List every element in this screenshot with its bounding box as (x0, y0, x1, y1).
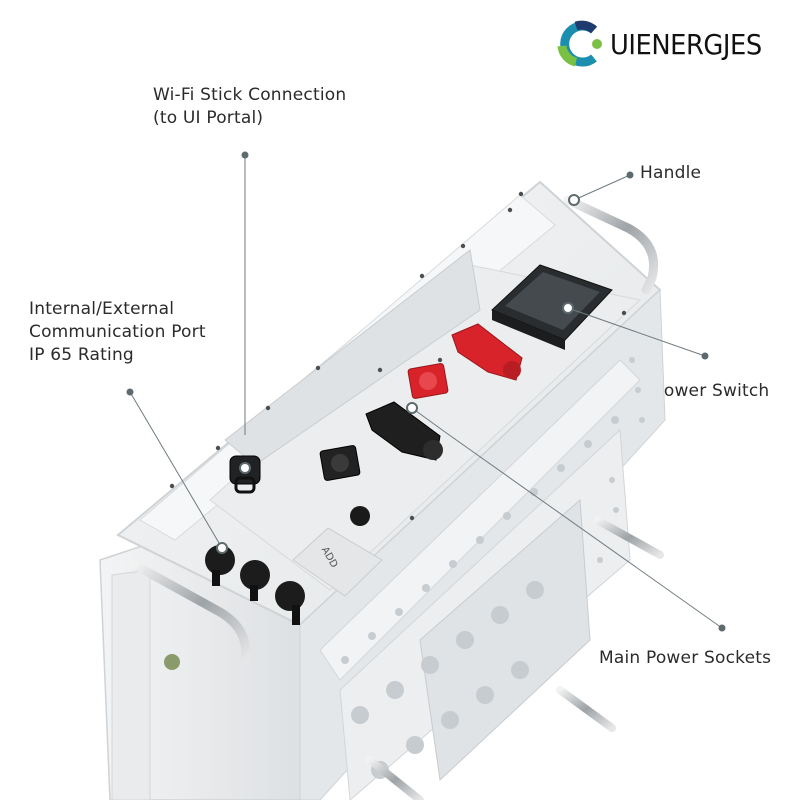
communication-ports (205, 545, 305, 625)
handle-callout-line1: Handle (640, 163, 702, 183)
power-switch-box (491, 264, 613, 350)
add-panel (292, 527, 383, 597)
front-badge (164, 654, 180, 670)
wifi-callout-line2: (to UI Portal) (153, 108, 264, 128)
power-switch-callout-line1: Power Switch (654, 381, 770, 401)
main-sockets-callout-line1: Main Power Sockets (599, 648, 772, 668)
side-bars (366, 516, 664, 800)
callout-dots (126, 151, 726, 632)
handle-leader-line (573, 174, 631, 201)
comm-port-callout-line2: Communication Port (29, 322, 206, 342)
handle-callout-label: Handle (640, 162, 701, 185)
frame-perforations (341, 357, 645, 779)
power-switch-callout-label: Power Switch (654, 380, 769, 403)
brand-logo: UIENERGJES (556, 20, 786, 67)
callout-lines (129, 155, 723, 629)
comm-port-callout-line1: Internal/External (29, 299, 175, 319)
comm-port-leader-line (129, 391, 223, 549)
negative-terminal (319, 401, 443, 526)
comm-port-callout-label: Internal/External Communication Port IP … (29, 298, 206, 367)
comm-port-callout-line3: IP 65 Rating (29, 345, 134, 365)
top-handle (563, 195, 659, 295)
c-ring-logo-icon (557, 20, 602, 67)
wifi-callout-line1: Wi-Fi Stick Connection (153, 85, 347, 105)
positive-terminal (407, 323, 523, 399)
main-sockets-callout-label: Main Power Sockets (599, 647, 771, 670)
bottom-handle (130, 560, 251, 665)
top-screws (169, 191, 627, 521)
power-switch-leader-line (567, 307, 706, 357)
main-sockets-leader-line (444, 431, 723, 629)
wifi-callout-label: Wi-Fi Stick Connection (to UI Portal) (153, 84, 346, 130)
brand-name: UIENERGJES (610, 28, 762, 61)
